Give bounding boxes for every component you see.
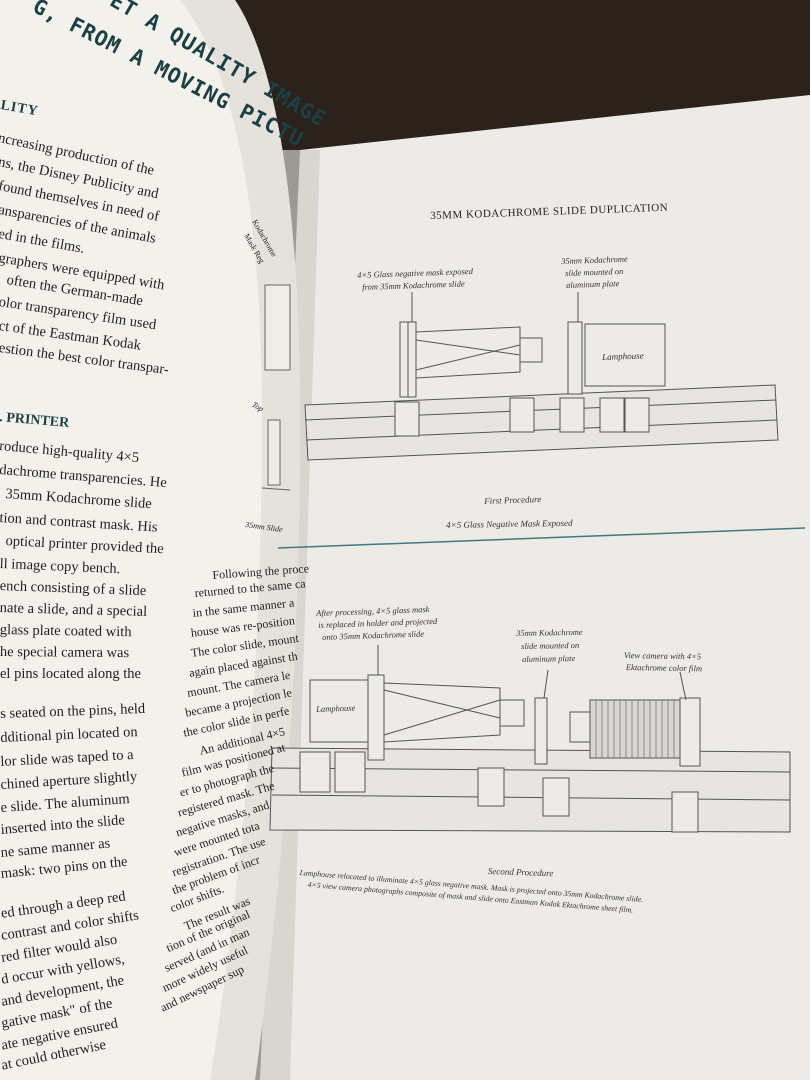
fig2-mask-label: onto 35mm Kodachrome slide <box>322 628 425 642</box>
figure-second-procedure <box>269 645 791 833</box>
fig1-slide-label: 35mm Kodachrome <box>561 253 628 266</box>
fig2-slide-label: slide mounted on <box>521 639 580 651</box>
para2-line: el pins located along the <box>0 666 141 682</box>
fig1-slide-label: slide mounted on <box>565 265 624 278</box>
para3-line: dditional pin located on <box>0 724 138 746</box>
fig1-mask-label: from 35mm Kodachrome slide <box>362 278 465 292</box>
fig1-slide-label: aluminum plate <box>566 278 620 290</box>
para2-line: glass plate coated with <box>0 622 132 641</box>
para2-line: 35mm Kodachrome slide <box>4 486 153 513</box>
fig2-slide-label: aluminum plate <box>522 653 576 664</box>
figure-separator <box>277 527 806 549</box>
para3-line: lor slide was taped to a <box>0 747 134 770</box>
para2-line: optical printer provided the <box>5 533 165 558</box>
mid-diagram-label: 35mm Slide <box>244 520 284 535</box>
fig2-camera-label: View camera with 4×5 <box>623 650 702 662</box>
para2-line: tion and contrast mask. His <box>0 510 158 536</box>
fig2-slide-label: 35mm Kodachrome <box>516 626 583 638</box>
left-page <box>0 0 300 1080</box>
para3-line: s seated on the pins, held <box>0 700 146 722</box>
section-heading-quality: LITY <box>0 98 40 120</box>
para2-line: ench consisting of a slide <box>0 578 147 600</box>
fig1-caption-title: First Procedure <box>484 494 542 506</box>
section-heading-printer: . PRINTER <box>0 410 70 432</box>
fig2-lamphouse-label: Lamphouse <box>316 702 356 714</box>
mask-register-diagram <box>261 284 291 491</box>
right-page <box>260 95 810 1080</box>
para3-line: chined aperture slightly <box>0 768 138 793</box>
fig2-camera-label: Ektachrome color film <box>625 662 703 674</box>
fig2-caption-title: Second Procedure <box>487 866 554 879</box>
para2-line: ll image copy bench. <box>0 556 121 578</box>
para2-line: he special camera was <box>0 644 130 662</box>
mid-diagram-label: Top <box>250 400 266 414</box>
right-page-title: 35MM KODACHROME SLIDE DUPLICATION <box>430 201 669 222</box>
figure-first-procedure <box>304 292 779 461</box>
para2-line: nate a slide, and a special <box>0 600 148 620</box>
fig1-lamphouse-label: Lamphouse <box>602 350 644 362</box>
fig1-caption: 4×5 Glass Negative Mask Exposed <box>446 517 573 530</box>
